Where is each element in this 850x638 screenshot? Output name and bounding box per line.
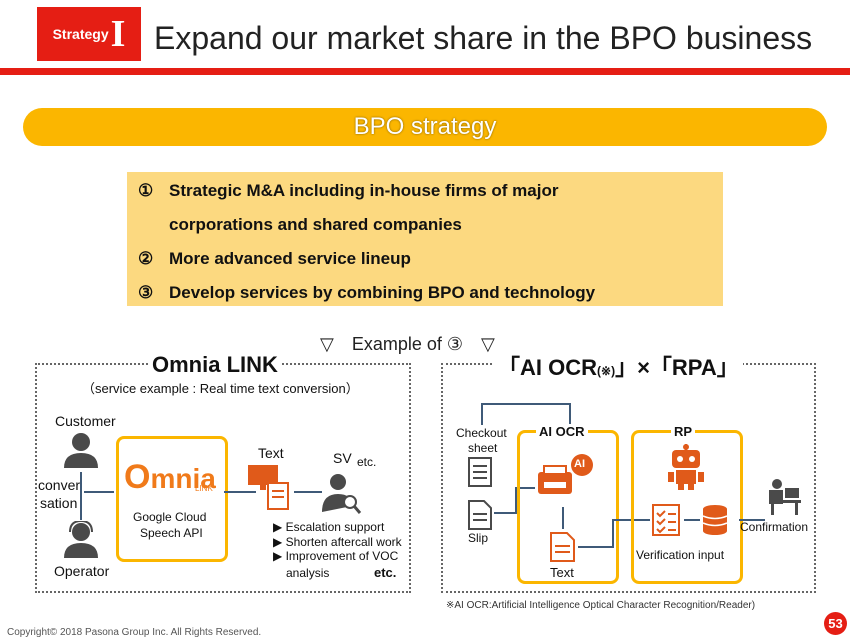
checkout-sheet-icon bbox=[468, 457, 492, 487]
strategy-item-1: ① Strategic M&A including in-house firms… bbox=[138, 181, 558, 201]
text-output-label: Text bbox=[550, 565, 574, 580]
ai-ocr-label: AI OCR bbox=[536, 424, 588, 439]
api-label-2: Speech API bbox=[140, 526, 203, 540]
arrow-to-omnia bbox=[84, 491, 114, 493]
ocr-title-b: 」×「RPA」 bbox=[615, 355, 739, 380]
database-icon bbox=[702, 505, 728, 535]
rp-label: RP bbox=[671, 424, 696, 439]
omnia-subtitle: （service example : Real time text conver… bbox=[82, 381, 359, 396]
checklist-icon bbox=[652, 504, 680, 536]
slip-line-right bbox=[515, 487, 535, 489]
omnia-logo-o: O bbox=[124, 458, 151, 496]
checkout-line-down bbox=[569, 403, 571, 433]
checklist-to-db-arrow bbox=[684, 519, 700, 521]
item-text: corporations and shared companies bbox=[169, 215, 462, 234]
sv-label: SV bbox=[333, 450, 352, 466]
confirmation-label: Confirmation bbox=[740, 520, 809, 534]
banner-label: BPO strategy bbox=[353, 113, 497, 140]
item-text: Strategic M&A including in-house firms o… bbox=[169, 181, 559, 200]
page-number: 53 bbox=[824, 612, 847, 635]
slip-line-up bbox=[515, 487, 517, 514]
customer-icon bbox=[64, 433, 98, 468]
arrow-to-text bbox=[224, 491, 256, 493]
strategy-item-1-cont: corporations and shared companies bbox=[169, 215, 462, 235]
badge-word: Strategy bbox=[52, 26, 109, 42]
sv-etc: etc. bbox=[357, 455, 377, 469]
bullet-1: ▶ Escalation support bbox=[273, 520, 385, 534]
item-text: More advanced service lineup bbox=[169, 249, 411, 268]
verification-label: Verification input bbox=[636, 548, 725, 562]
slip-label: Slip bbox=[468, 531, 489, 545]
omnia-title: Omnia LINK bbox=[148, 352, 282, 378]
ai-scanner-icon bbox=[538, 454, 593, 494]
strategy-box bbox=[127, 172, 723, 306]
conversation-arrow bbox=[80, 472, 82, 520]
robot-icon bbox=[668, 444, 704, 490]
ocr-title-mark: (※) bbox=[597, 364, 616, 378]
slip-icon bbox=[468, 500, 492, 530]
text-document-icon bbox=[550, 532, 575, 562]
item-number: ② bbox=[138, 249, 154, 268]
rpa-to-confirm-arrow bbox=[739, 519, 765, 521]
customer-label: Customer bbox=[55, 413, 116, 429]
item-text: Develop services by combining BPO and te… bbox=[169, 283, 596, 302]
checkout-label-1: Checkout bbox=[456, 426, 507, 440]
checkout-label-2: sheet bbox=[468, 441, 498, 455]
omnia-logo-word: mnia bbox=[150, 463, 216, 494]
ocr-rpa-panel bbox=[441, 363, 816, 593]
monitor-document-icon bbox=[248, 465, 289, 510]
header-divider bbox=[0, 68, 850, 75]
slip-arrow bbox=[494, 512, 518, 514]
ocr-arrow-down bbox=[562, 507, 564, 529]
omnia-engine-box bbox=[116, 436, 228, 562]
ocr-title-a: 「AI OCR bbox=[498, 355, 598, 380]
strategy-item-3: ③ Develop services by combining BPO and … bbox=[138, 283, 595, 303]
desk-worker-icon bbox=[769, 479, 801, 515]
omnia-logo-link: LINK bbox=[195, 484, 213, 493]
ocr-rpa-title: 「AI OCR(※)」×「RPA」 bbox=[494, 350, 743, 382]
text-label: Text bbox=[258, 445, 284, 461]
text-line-up bbox=[612, 520, 614, 548]
arrow-to-sv bbox=[294, 491, 322, 493]
item-number: ③ bbox=[138, 283, 154, 302]
conversation-label-2: sation bbox=[40, 495, 78, 511]
bullet-3: ▶ Improvement of VOC bbox=[273, 549, 399, 563]
badge-numeral: I bbox=[110, 13, 126, 55]
bullet-3-cont: analysis bbox=[286, 566, 330, 580]
operator-icon bbox=[64, 521, 98, 558]
checkout-line-top bbox=[481, 403, 571, 405]
item-number: ① bbox=[138, 181, 154, 200]
api-label-1: Google Cloud bbox=[133, 510, 207, 524]
section-banner bbox=[23, 108, 827, 146]
operator-label: Operator bbox=[54, 563, 110, 579]
copyright: Copyright© 2018 Pasona Group Inc. All Ri… bbox=[7, 627, 262, 638]
example-label: ▽ Example of ③ ▽ bbox=[320, 334, 495, 354]
conversation-label-1: conver bbox=[38, 477, 81, 493]
ocr-footnote: ※AI OCR:Artificial Intelligence Optical … bbox=[446, 600, 756, 611]
strategy-badge: Strategy I bbox=[37, 7, 141, 61]
supervisor-icon bbox=[322, 474, 362, 514]
strategy-item-2: ② More advanced service lineup bbox=[138, 249, 411, 269]
bullet-2: ▶ Shorten aftercall work bbox=[273, 535, 402, 549]
bullets-etc: etc. bbox=[374, 565, 397, 580]
text-line-right bbox=[578, 546, 614, 548]
checkout-line-up bbox=[481, 403, 483, 425]
omnia-logo: Omnia bbox=[124, 458, 216, 497]
page-title: Expand our market share in the BPO busin… bbox=[154, 20, 813, 56]
ai-badge: AI bbox=[574, 458, 585, 470]
